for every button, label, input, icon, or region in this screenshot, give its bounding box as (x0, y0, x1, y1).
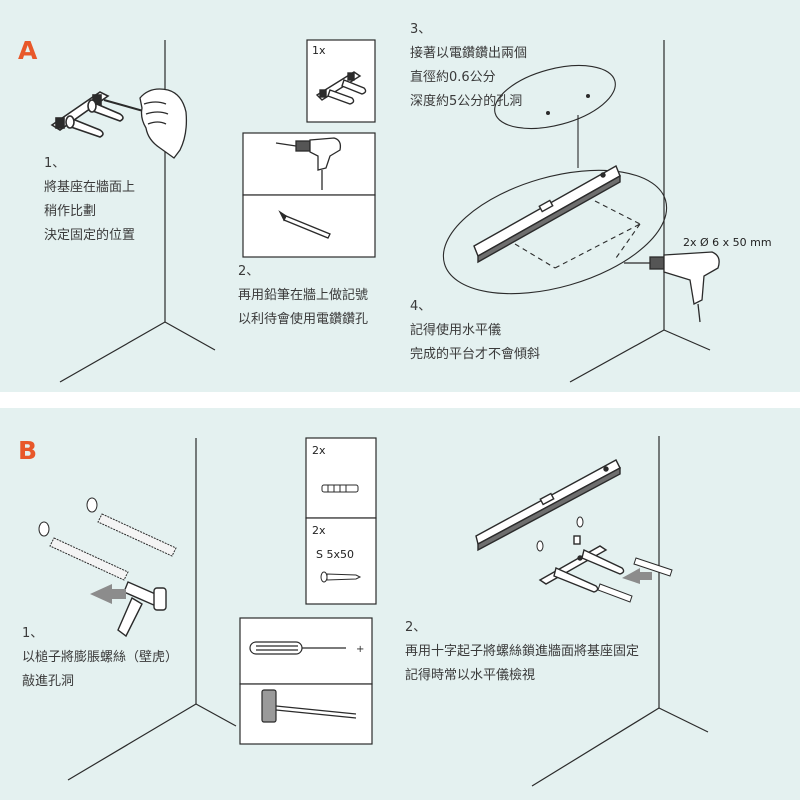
section-a-panel: A 1x 1、 將基座在牆面上 稍作比劃 決定固定的位置 2、 再用鉛筆在牆上做… (0, 0, 800, 392)
hammer-icon (117, 581, 167, 638)
section-a-step-4: 4、 記得使用水平儀 完成的平台才不會傾斜 (410, 295, 540, 367)
drill-icon (624, 251, 720, 323)
section-b-step-1: 1、 以槌子將膨脹螺絲（壁虎） 敲進孔洞 (22, 622, 178, 694)
hand-icon (139, 88, 188, 159)
zoom-callout (442, 65, 668, 295)
bracket-icon (315, 71, 367, 105)
section-a-label: A (18, 36, 38, 65)
arrow-icon (90, 584, 126, 604)
screw-qty-box (305, 517, 377, 605)
step-line: 將基座在牆面上 (44, 180, 136, 195)
wall-anchor-icon (38, 497, 177, 581)
svg-text:+: + (356, 644, 364, 655)
hammer-icon (261, 689, 357, 723)
step-line: 再用十字起子將螺絲鎖進牆面將基座固定 (405, 644, 640, 659)
step-number: 2、 (238, 264, 260, 279)
screwdriver-icon: + (249, 641, 364, 655)
step-line: 記得使用水平儀 (410, 323, 502, 338)
section-b-panel: + (0, 408, 800, 800)
section-a-illustrations (0, 0, 800, 392)
wall-corner-right (569, 40, 711, 383)
hole-mark (546, 111, 550, 115)
screw-quantity: 2x (312, 524, 326, 537)
step-line: 接著以電鑽鑽出兩個 (410, 46, 528, 61)
step-line: 直徑約0.6公分 (410, 70, 496, 85)
pencil-icon (278, 210, 331, 239)
step-number: 3、 (410, 22, 432, 37)
drill-icon (275, 137, 342, 190)
spirit-level-icon (473, 164, 621, 264)
bracket-icon (50, 91, 124, 138)
wall-anchor-icon (321, 484, 359, 493)
hole-mark (586, 94, 590, 98)
screw-icon (536, 516, 673, 603)
step-line: 再用鉛筆在牆上做記號 (238, 288, 369, 303)
bracket-quantity: 1x (312, 44, 326, 57)
step-line: 記得時常以水平儀檢視 (405, 668, 536, 683)
step-number: 1、 (22, 626, 44, 641)
screw-spec: S 5x50 (316, 548, 354, 561)
step-line: 以槌子將膨脹螺絲（壁虎） (22, 650, 179, 665)
section-a-step-3: 3、 接著以電鑽鑽出兩個 直徑約0.6公分 深度約5公分的孔洞 (410, 18, 527, 114)
section-b-step-2: 2、 再用十字起子將螺絲鎖進牆面將基座固定 記得時常以水平儀檢視 (405, 616, 639, 688)
wall-corner-left (67, 438, 237, 781)
step-number: 2、 (405, 620, 427, 635)
step-line: 深度約5公分的孔洞 (410, 94, 523, 109)
guide-lines (514, 200, 641, 269)
screw-icon (320, 571, 362, 583)
arrow-icon (622, 568, 652, 584)
anchor-quantity: 2x (312, 444, 326, 457)
step-line: 決定固定的位置 (44, 228, 136, 243)
step-number: 1、 (44, 156, 66, 171)
section-b-illustrations: + (0, 408, 800, 800)
spirit-level-icon (475, 459, 621, 552)
section-a-step-2: 2、 再用鉛筆在牆上做記號 以利待會使用電鑽鑽孔 (238, 260, 368, 332)
section-b-label: B (18, 436, 38, 465)
section-a-step-1: 1、 將基座在牆面上 稍作比劃 決定固定的位置 (44, 152, 135, 248)
step-line: 稍作比劃 (44, 204, 97, 219)
step-line: 完成的平台才不會傾斜 (410, 347, 541, 362)
step-number: 4、 (410, 299, 432, 314)
wall-corner-left (59, 40, 216, 383)
bracket-icon (538, 535, 625, 593)
drill-spec: 2x Ø 6 x 50 mm (683, 236, 772, 249)
step-line: 以利待會使用電鑽鑽孔 (238, 312, 369, 327)
step-line: 敲進孔洞 (22, 674, 75, 689)
